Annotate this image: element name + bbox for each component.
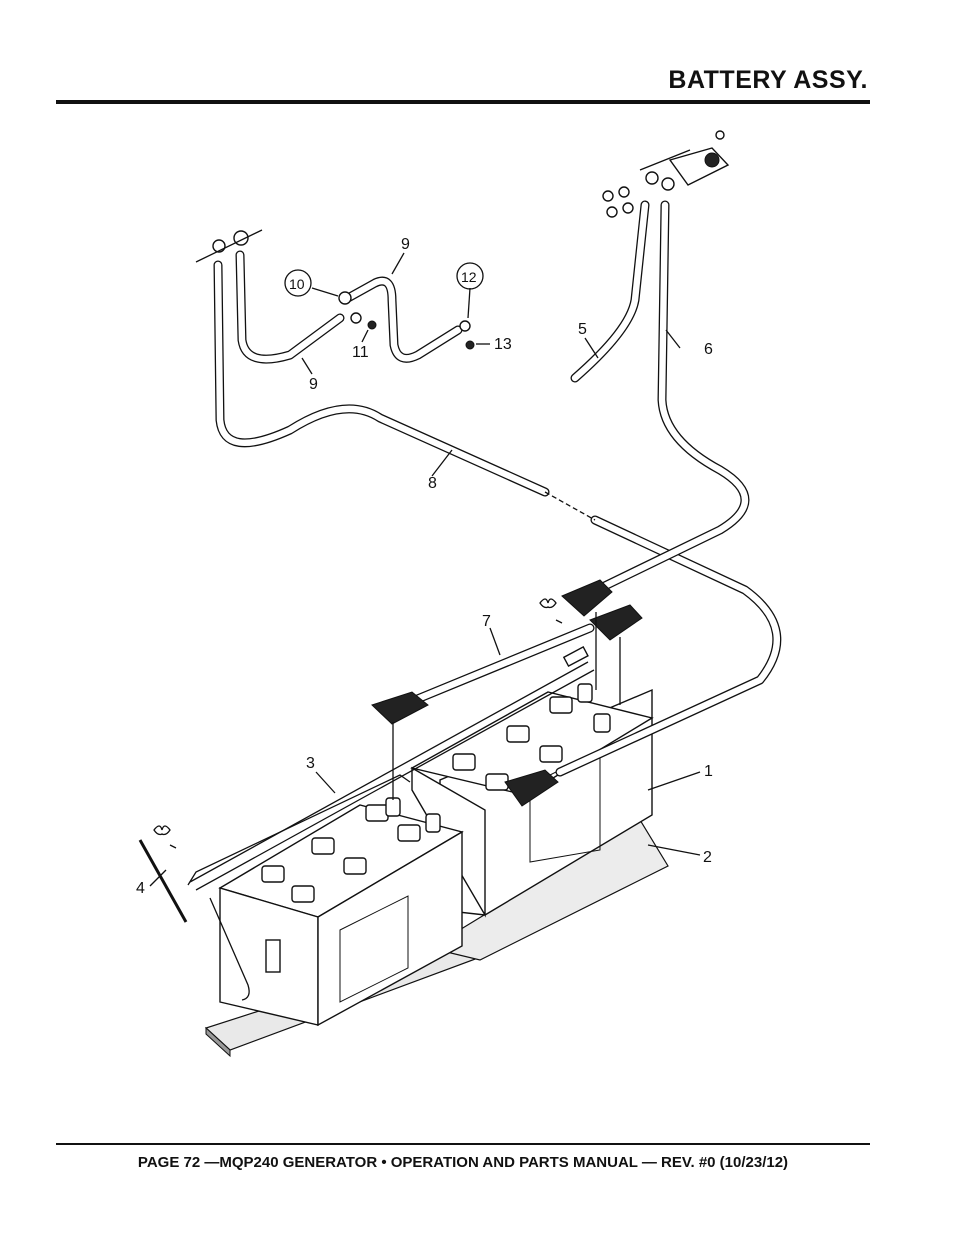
page-footer: PAGE 72 —MQP240 GENERATOR • OPERATION AN… <box>137 1154 789 1171</box>
header-rule <box>56 100 870 104</box>
callout-9-top: 9 <box>401 236 410 253</box>
cable-7 <box>410 623 595 705</box>
hold-down-rod <box>187 774 411 1001</box>
callout-13: 13 <box>494 336 512 353</box>
callout-11: 11 <box>352 344 369 361</box>
callout-5: 5 <box>578 321 587 338</box>
battery-switch <box>602 130 730 218</box>
hold-down-bar <box>189 646 595 891</box>
cable-5 <box>570 200 650 383</box>
callout-7: 7 <box>482 613 491 630</box>
flat-bar <box>138 839 188 923</box>
callout-10: 10 <box>289 276 305 292</box>
wing-nut <box>153 598 563 849</box>
cable-8 <box>213 260 782 777</box>
battery-clamps <box>371 579 643 807</box>
callout-3: 3 <box>306 755 315 772</box>
callout-12: 12 <box>461 269 477 285</box>
cable-terminals <box>195 229 263 263</box>
page-title: BATTERY ASSY. <box>668 66 868 94</box>
cable-9 <box>235 250 475 364</box>
cable-6 <box>575 200 750 603</box>
callout-leaders <box>149 252 701 887</box>
callout-2: 2 <box>703 849 712 866</box>
callout-9-bottom: 9 <box>309 376 318 393</box>
footer-rule <box>56 1143 870 1145</box>
callout-8: 8 <box>428 475 437 492</box>
callout-1: 1 <box>704 763 713 780</box>
callout-4: 4 <box>136 880 145 897</box>
battery-front <box>218 797 464 1027</box>
callout-6: 6 <box>704 341 713 358</box>
